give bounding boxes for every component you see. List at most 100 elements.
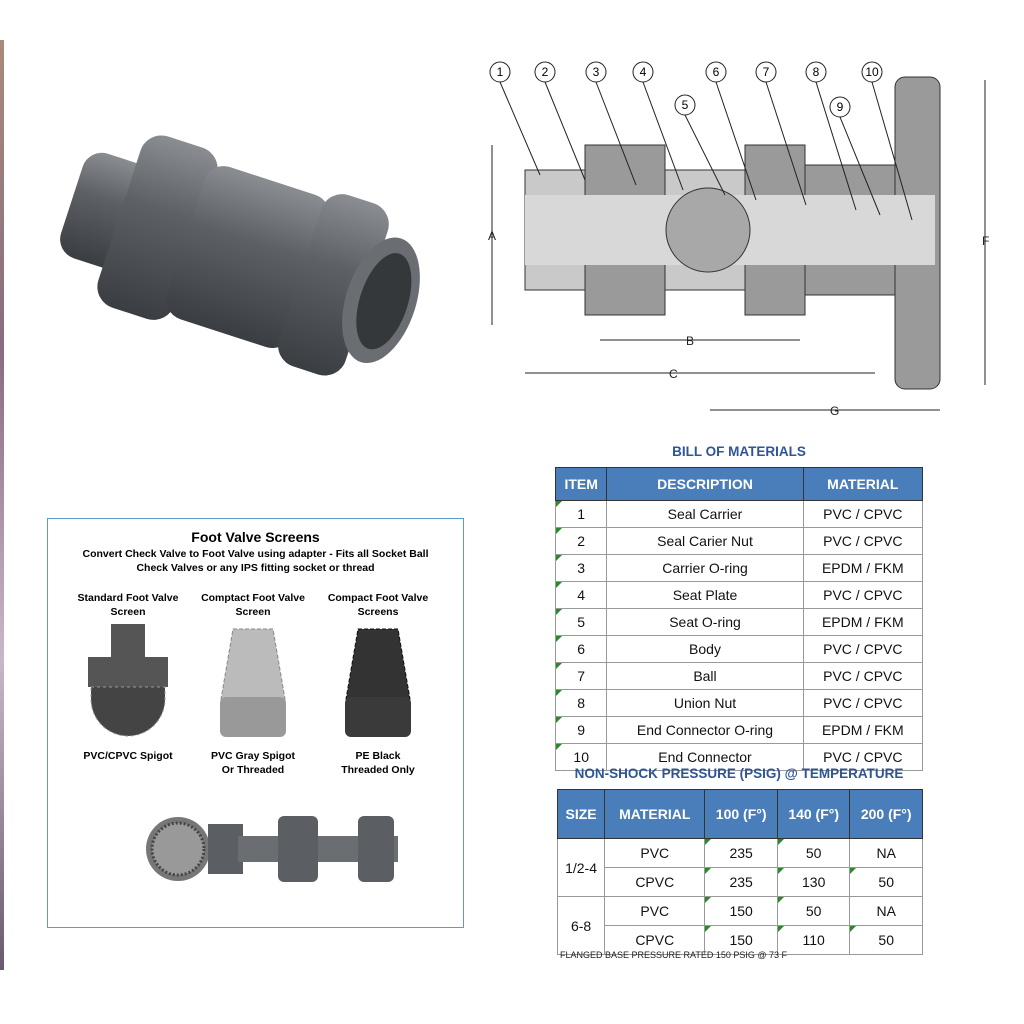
bom-cell: End Connector <box>606 743 804 771</box>
pressure-cell: 50 <box>849 925 923 955</box>
pressure-header: MATERIAL <box>604 789 706 839</box>
bom-header: MATERIAL <box>802 467 924 501</box>
pressure-note: FLANGED BASE PRESSURE RATED 150 PSIG @ 7… <box>560 950 788 960</box>
bom-cell: 3 <box>554 554 608 582</box>
bom-header: ITEM <box>554 467 608 501</box>
pressure-cell: 150 <box>704 896 778 926</box>
pressure-cell: CPVC <box>604 925 706 955</box>
pressure-cell: PVC <box>604 838 706 868</box>
svg-text:1: 1 <box>497 65 504 79</box>
foot-valve-assembly-photo <box>146 816 398 882</box>
bom-cell: Body <box>606 635 804 663</box>
dim-b: B <box>686 334 694 348</box>
callout-1: 1 <box>489 61 541 176</box>
foot-valve-panel: Foot Valve Screens Convert Check Valve t… <box>47 518 464 928</box>
bom-cell: Seal Carrier <box>606 500 804 528</box>
bom-cell: PVC / CPVC <box>802 662 924 690</box>
pressure-header: SIZE <box>556 789 606 839</box>
left-edge-strip <box>0 40 4 970</box>
dim-f: F <box>982 234 989 248</box>
bom-cell: 8 <box>554 689 608 717</box>
callout-7: 7 <box>755 61 807 206</box>
bom-cell: 9 <box>554 716 608 744</box>
svg-text:10: 10 <box>865 65 879 79</box>
pressure-cell: PVC <box>604 896 706 926</box>
pressure-cell: 110 <box>776 925 851 955</box>
pressure-cell: NA <box>849 896 923 926</box>
bom-cell: PVC / CPVC <box>802 527 924 555</box>
bom-header: DESCRIPTION <box>606 467 804 501</box>
svg-text:5: 5 <box>682 98 689 112</box>
pressure-cell: 150 <box>704 925 778 955</box>
pressure-cell: 235 <box>704 867 778 897</box>
pressure-cell: 235 <box>704 838 778 868</box>
bom-cell: PVC / CPVC <box>802 689 924 717</box>
foot-valve-screen-image <box>88 624 168 737</box>
bom-cell: Union Nut <box>606 689 804 717</box>
svg-text:9: 9 <box>837 100 844 114</box>
pressure-title: NON-SHOCK PRESSURE (PSIG) @ TEMPERATURE <box>574 766 904 781</box>
bom-cell: Seal Carier Nut <box>606 527 804 555</box>
bom-cell: 7 <box>554 662 608 690</box>
size-cell: 6-8 <box>556 896 606 955</box>
bom-cell: EPDM / FKM <box>802 608 924 636</box>
bom-cell: 5 <box>554 608 608 636</box>
foot-valve-title: Foot Valve Screens <box>191 529 320 545</box>
svg-text:6: 6 <box>713 65 720 79</box>
check-valve-photo <box>60 135 420 376</box>
callout-9: 9 <box>829 96 881 216</box>
svg-text:7: 7 <box>763 65 770 79</box>
dim-g: G <box>830 404 839 418</box>
callout-2: 2 <box>534 61 586 181</box>
pressure-cell: CPVC <box>604 867 706 897</box>
pressure-cell: NA <box>849 838 923 868</box>
callout-4: 4 <box>632 61 684 191</box>
bom-cell: PVC / CPVC <box>802 743 924 771</box>
bom-cell: End Connector O-ring <box>606 716 804 744</box>
pressure-cell: 50 <box>776 838 851 868</box>
callout-8: 8 <box>805 61 857 211</box>
bom-cell: Carrier O-ring <box>606 554 804 582</box>
callout-3: 3 <box>585 61 637 186</box>
bom-cell: 10 <box>554 743 608 771</box>
foot-valve-screen-image <box>220 628 286 737</box>
bom-cell: Ball <box>606 662 804 690</box>
pressure-header: 100 (F°) <box>704 789 778 839</box>
callout-10: 10 <box>861 61 913 221</box>
svg-text:2: 2 <box>542 65 549 79</box>
callout-5: 5 <box>674 94 726 196</box>
bom-cell: Seat O-ring <box>606 608 804 636</box>
dim-a: A <box>488 229 496 243</box>
bom-cell: 4 <box>554 581 608 609</box>
foot-valve-subtitle: Convert Check Valve to Foot Valve using … <box>82 548 429 574</box>
bom-cell: Seat Plate <box>606 581 804 609</box>
bom-cell: 2 <box>554 527 608 555</box>
bom-cell: 1 <box>554 500 608 528</box>
foot-valve-screen-image <box>345 628 411 737</box>
svg-text:8: 8 <box>813 65 820 79</box>
dim-c: C <box>669 367 678 381</box>
pressure-header: 200 (F°) <box>849 789 923 839</box>
